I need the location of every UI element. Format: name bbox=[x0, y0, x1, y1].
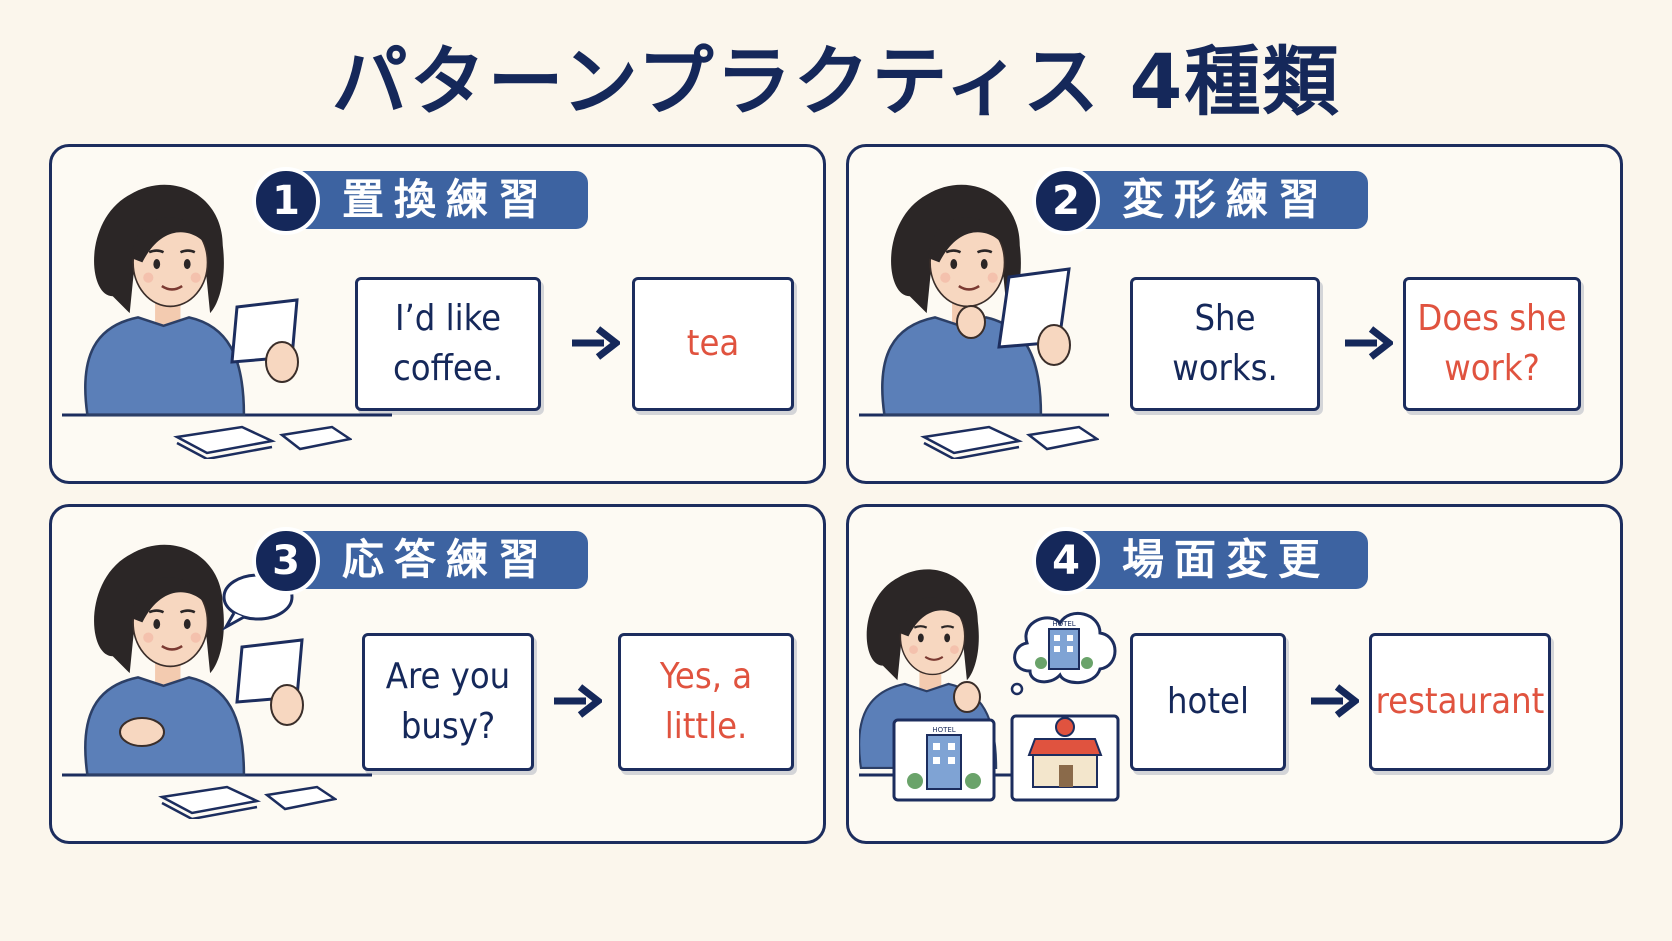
thought-bubble-hotel-icon: HOTEL bbox=[1010, 612, 1117, 696]
prompt-text: I’d like coffee. bbox=[392, 298, 504, 389]
woman-speaking-illustration bbox=[62, 543, 372, 819]
badge-label: 置換練習 bbox=[288, 171, 588, 229]
panel-substitution: 1 置換練習 I’d like coffee. tea bbox=[49, 144, 826, 484]
answer-text: restaurant bbox=[1375, 681, 1545, 722]
answer-text: tea bbox=[686, 323, 740, 364]
prompt-text: She works. bbox=[1172, 298, 1278, 389]
prompt-text: hotel bbox=[1167, 681, 1249, 722]
badge-label: 変形練習 bbox=[1068, 171, 1368, 229]
prompt-card: Are you busy? bbox=[362, 633, 534, 771]
arrow-right-icon bbox=[1311, 684, 1359, 718]
page-title: パターンプラクティス 4種類 bbox=[331, 37, 1341, 126]
arrow-right-icon bbox=[1345, 326, 1393, 360]
badge-number: 4 bbox=[1032, 527, 1100, 595]
badge-number: 2 bbox=[1032, 167, 1100, 235]
badge-label: 場面変更 bbox=[1068, 531, 1368, 589]
answer-text: Yes, a little. bbox=[659, 656, 753, 747]
prompt-text: Are you busy? bbox=[385, 656, 511, 747]
prompt-card: I’d like coffee. bbox=[355, 277, 541, 411]
badge-label: 応答練習 bbox=[288, 531, 588, 589]
restaurant-picture-card bbox=[1010, 714, 1120, 802]
prompt-card: hotel bbox=[1130, 633, 1286, 771]
arrow-right-icon bbox=[554, 684, 602, 718]
badge-number: 3 bbox=[252, 527, 320, 595]
prompt-card: She works. bbox=[1130, 277, 1320, 411]
answer-card: tea bbox=[632, 277, 794, 411]
woman-thinking-illustration bbox=[859, 183, 1109, 459]
panel-situation-change: 4 場面変更 HOTEL HOTEL hotel restaura bbox=[846, 504, 1623, 844]
answer-card: Does she work? bbox=[1403, 277, 1581, 411]
badge-number: 1 bbox=[252, 167, 320, 235]
panel-response: 3 応答練習 Are you busy? Yes, a little. bbox=[49, 504, 826, 844]
hotel-card-sign-text: HOTEL bbox=[932, 726, 955, 734]
answer-card: restaurant bbox=[1369, 633, 1551, 771]
answer-text: Does she work? bbox=[1417, 298, 1567, 389]
hotel-sign-text: HOTEL bbox=[1052, 620, 1075, 628]
woman-holding-card-illustration bbox=[62, 183, 392, 459]
arrow-right-icon bbox=[572, 326, 620, 360]
panel-transformation: 2 変形練習 She works. Does she work? bbox=[846, 144, 1623, 484]
answer-card: Yes, a little. bbox=[618, 633, 794, 771]
hotel-picture-card: HOTEL bbox=[892, 718, 996, 802]
